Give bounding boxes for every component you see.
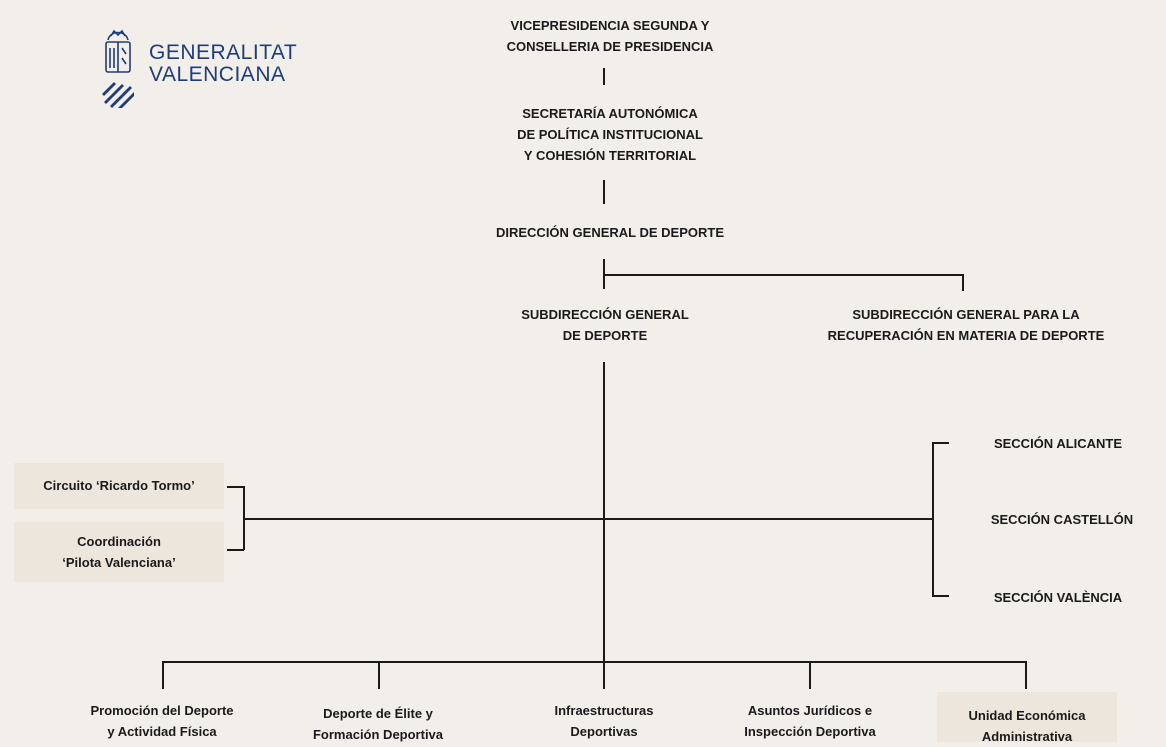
logo-text: GENERALITAT VALENCIANA [149,42,297,86]
node-seccion-castellon: SECCIÓN CASTELLÓN [990,512,1134,527]
node-infraestructuras: Infraestructuras Deportivas [554,703,654,739]
connector-line [932,595,949,597]
node-promocion: Promoción del Deporte y Actividad Física [90,703,234,739]
connector-line [962,274,964,291]
node-asuntos: Asuntos Jurídicos e Inspección Deportiva [744,703,876,739]
connector-line [932,442,934,596]
connector-line [227,486,244,488]
node-elite: Deporte de Élite y Formación Deportiva [312,706,444,742]
connector-line [603,180,605,204]
node-seccion-alicante: SECCIÓN ALICANTE [993,436,1123,451]
connector-line [603,362,605,662]
connector-line [809,661,811,689]
connector-line [227,549,244,551]
connector-line [243,518,932,520]
connector-line [162,661,164,689]
logo-line-1: GENERALITAT [149,41,298,64]
node-unidad-box [937,692,1117,742]
node-secretaria: SECRETARÍA AUTONÓMICA DE POLÍTICA INSTIT… [517,106,703,163]
connector-line [603,661,605,689]
coat-of-arms-icon [102,29,134,108]
connector-line [603,68,605,85]
node-unidad: Unidad Económica Administrativa [968,708,1086,744]
connector-line [243,486,245,550]
connector-line [603,274,963,276]
node-subdireccion-recuperacion: SUBDIRECCIÓN GENERAL PARA LA RECUPERACIÓ… [827,307,1105,343]
node-direccion-general: DIRECCIÓN GENERAL DE DEPORTE [495,225,724,240]
node-coordinacion: Coordinación ‘Pilota Valenciana’ [62,534,176,570]
node-coordinacion-box [14,522,224,582]
node-seccion-valencia: SECCIÓN VALÈNCIA [993,590,1123,605]
node-subdireccion-deporte: SUBDIRECCIÓN GENERAL DE DEPORTE [521,307,689,343]
connector-line [162,661,1027,663]
node-circuito: Circuito ‘Ricardo Tormo’ [43,478,195,493]
node-vicepresidencia: VICEPRESIDENCIA SEGUNDA Y CONSELLERIA DE… [506,18,714,54]
connector-line [932,442,949,444]
node-circuito-box [14,463,224,509]
connector-line [378,661,380,689]
logo-line-2: VALENCIANA [149,63,286,86]
connector-line [1025,661,1027,689]
